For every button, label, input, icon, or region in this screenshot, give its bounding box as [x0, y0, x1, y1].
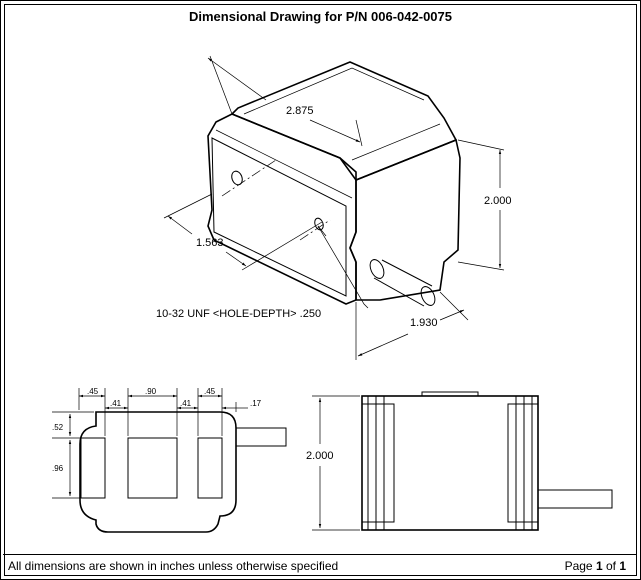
front-window-left: [80, 437, 106, 499]
side-view-body: [361, 395, 539, 531]
drawing-title: Dimensional Drawing for P/N 006-042-0075: [189, 9, 452, 24]
front-dim-top-1: .45: [87, 387, 99, 396]
front-window-center: [127, 437, 178, 499]
iso-top-face: [230, 61, 458, 181]
front-dim-mid-1: .41: [110, 399, 122, 408]
iso-hole-1: [231, 170, 243, 186]
front-dim-mid-3: .17: [250, 399, 262, 408]
hole-callout: 10-32 UNF <HOLE-DEPTH> .250: [156, 308, 321, 320]
front-dim-mid-2: .41: [180, 399, 192, 408]
isometric-view: 2.875 2.000 1.563 1.930 10-32 UNF <HOLE-…: [156, 55, 512, 360]
front-dim-top-2: .90: [145, 387, 157, 396]
footer-divider: [3, 554, 636, 555]
front-view: .45 .90 .45 .41 .41 .17 .52 .96: [52, 387, 287, 533]
page-total: 1: [619, 559, 626, 573]
page-indicator: Page 1 of 1: [565, 559, 626, 573]
side-view: 2.000: [306, 391, 613, 531]
iso-front-panel: [211, 137, 347, 297]
iso-dim-height: 2.000: [484, 195, 512, 207]
front-dim-left-1: .52: [52, 423, 64, 432]
front-view-shaft: [236, 427, 287, 447]
iso-dim-width: 1.930: [410, 317, 438, 329]
page-label: Page: [564, 559, 596, 573]
drawing-frame: [4, 4, 637, 576]
front-view-outline: [79, 411, 237, 533]
iso-side-face: [349, 138, 461, 301]
page-number: 1: [595, 559, 603, 573]
iso-shaft: [373, 259, 433, 307]
footer-note: All dimensions are shown in inches unles…: [8, 559, 339, 573]
iso-dim-depth: 1.563: [196, 237, 224, 249]
page-of-label: of: [602, 559, 620, 573]
side-dim-height: 2.000: [306, 450, 334, 462]
front-dim-left-2: .96: [52, 464, 64, 473]
iso-dim-length: 2.875: [286, 105, 314, 117]
front-dim-top-3: .45: [204, 387, 216, 396]
front-window-right: [197, 437, 223, 499]
side-view-shaft: [538, 489, 613, 509]
iso-front-face: [207, 113, 357, 305]
